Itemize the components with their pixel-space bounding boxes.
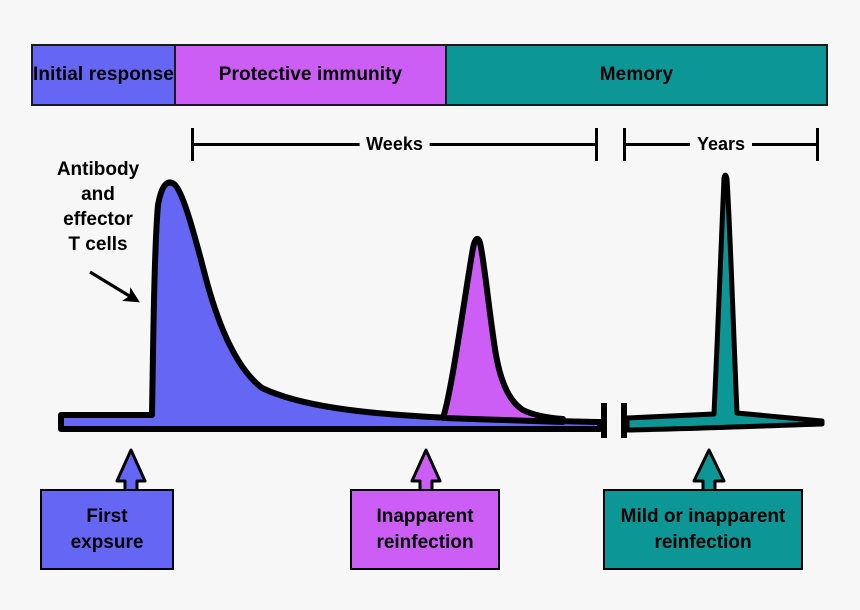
curve-protective-immunity bbox=[440, 235, 566, 425]
phase-protective-immunity: Protective immunity bbox=[173, 46, 445, 104]
mild-reinfection-line-2: reinfection bbox=[654, 531, 752, 553]
curve-memory bbox=[624, 172, 825, 433]
antibody-label-line-3: effector bbox=[63, 209, 133, 230]
antibody-label-line-1: Antibody bbox=[56, 159, 140, 180]
inapparent-reinfection-box[interactable]: Inapparent reinfection bbox=[350, 489, 500, 570]
first-exposure-line-1: First bbox=[86, 505, 128, 527]
event-mild-reinfection[interactable]: Mild or inapparent reinfection bbox=[603, 447, 833, 570]
antibody-pointer-arrow-icon bbox=[89, 270, 140, 303]
phase-memory-label: Memory bbox=[599, 64, 674, 85]
phase-bar: Initial response Protective immunity Mem… bbox=[31, 44, 828, 106]
bracket-years: Years bbox=[623, 126, 819, 162]
axis-break-mark-left bbox=[601, 403, 607, 438]
bracket-weeks-label: Weeks bbox=[359, 129, 430, 159]
event-first-exposure[interactable]: First expsure bbox=[40, 447, 230, 570]
first-exposure-label: First expsure bbox=[71, 504, 144, 556]
bracket-weeks-right-cap bbox=[595, 128, 598, 161]
bracket-weeks: Weeks bbox=[191, 126, 598, 162]
bracket-years-right-cap bbox=[816, 128, 819, 161]
bracket-weeks-left-cap bbox=[191, 128, 194, 161]
bracket-years-left-cap bbox=[623, 128, 626, 161]
axis-break-mark-right bbox=[621, 403, 627, 438]
mild-reinfection-line-1: Mild or inapparent bbox=[620, 505, 786, 527]
antibody-label-line-2: and bbox=[81, 184, 115, 205]
antibody-label-line-4: T cells bbox=[68, 234, 128, 255]
antibody-effector-label: Antibody and effector T cells bbox=[34, 157, 162, 257]
phase-memory: Memory bbox=[444, 46, 826, 104]
phase-initial-response: Initial response bbox=[33, 46, 174, 104]
mild-reinfection-label: Mild or inapparent reinfection bbox=[621, 504, 786, 556]
event-inapparent-reinfection[interactable]: Inapparent reinfection bbox=[350, 447, 540, 570]
bracket-years-label: Years bbox=[689, 129, 753, 159]
phase-protective-immunity-label: Protective immunity bbox=[218, 64, 403, 85]
first-exposure-box[interactable]: First expsure bbox=[40, 489, 174, 570]
inapparent-reinfection-line-2: reinfection bbox=[376, 531, 474, 553]
mild-reinfection-box[interactable]: Mild or inapparent reinfection bbox=[603, 489, 803, 570]
first-exposure-line-2: expsure bbox=[70, 531, 144, 553]
phase-initial-response-label: Initial response bbox=[33, 64, 174, 85]
inapparent-reinfection-line-1: Inapparent bbox=[376, 505, 474, 527]
inapparent-reinfection-label: Inapparent reinfection bbox=[376, 504, 473, 556]
